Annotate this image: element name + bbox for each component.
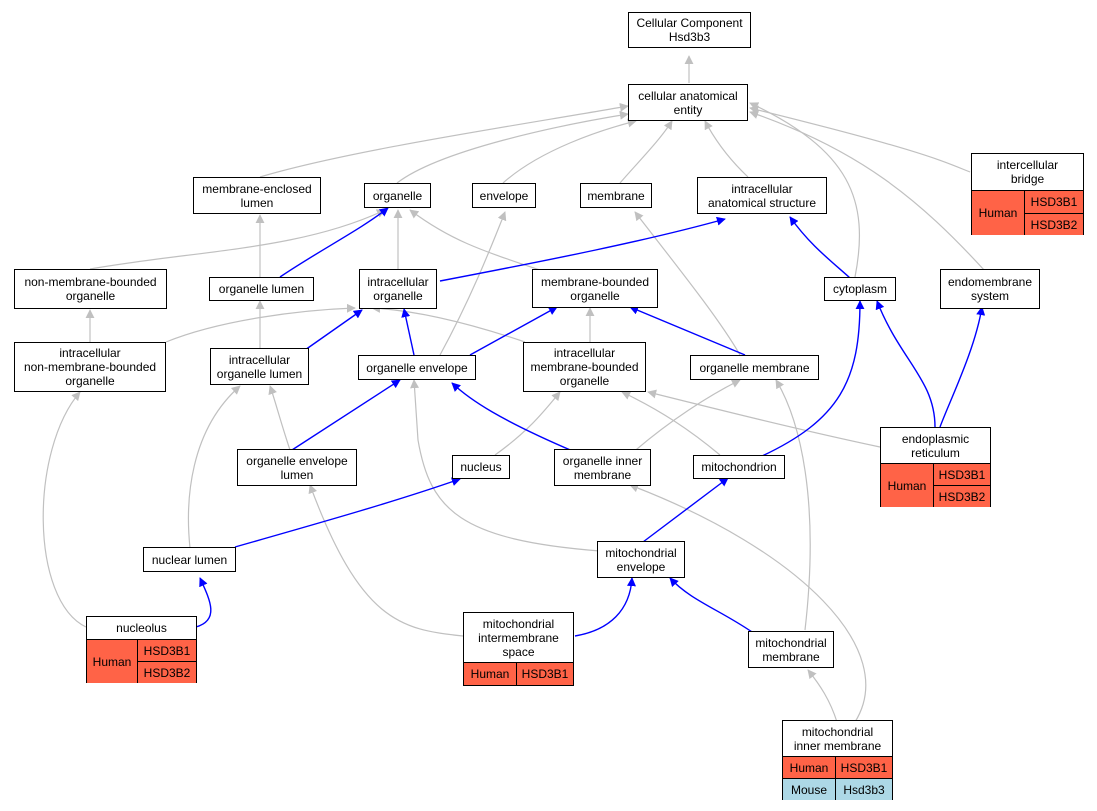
edge-isa bbox=[439, 211, 507, 356]
gene-cell: HSD3B1 bbox=[137, 640, 196, 661]
species-cell: Mouse bbox=[783, 778, 835, 800]
edge-partof bbox=[642, 477, 729, 543]
edge-isa bbox=[42, 391, 87, 628]
node-mitochondrial-envelope[interactable]: mitochondrial envelope bbox=[597, 541, 685, 578]
edge-isa bbox=[165, 303, 356, 343]
node-membrane-bounded-organelle[interactable]: membrane-bounded organelle bbox=[532, 269, 658, 308]
species-cell: Human bbox=[783, 757, 835, 778]
species-cell: Human bbox=[881, 464, 933, 507]
gene-cell: HSD3B1 bbox=[1024, 191, 1083, 213]
edge-partof bbox=[279, 207, 389, 278]
annotation-table: Human HSD3B1 HSD3B2 bbox=[881, 464, 990, 507]
node-organelle-envelope-lumen[interactable]: organelle envelope lumen bbox=[237, 449, 357, 486]
edge-partof bbox=[875, 300, 936, 428]
edge-isa bbox=[749, 110, 986, 272]
node-intracellular-organelle-lumen[interactable]: intracellular organelle lumen bbox=[210, 348, 309, 385]
edge-partof bbox=[195, 577, 212, 628]
species-cell: Human bbox=[972, 191, 1024, 235]
annotation-table: Human HSD3B1 Mouse Hsd3b3 bbox=[783, 757, 892, 800]
edge-isa bbox=[187, 385, 241, 549]
node-mitochondrial-inner-membrane[interactable]: mitochondrial inner membrane Human HSD3B… bbox=[782, 720, 893, 800]
node-title: intercellular bridge bbox=[972, 154, 1083, 191]
node-membrane[interactable]: membrane bbox=[580, 183, 652, 208]
node-root[interactable]: Cellular Component Hsd3b3 bbox=[628, 12, 751, 48]
edge-partof bbox=[629, 305, 746, 356]
node-title: mitochondrial intermembrane space bbox=[464, 613, 573, 663]
edge-partof bbox=[401, 308, 415, 356]
node-organelle-inner-membrane[interactable]: organelle inner membrane bbox=[554, 449, 651, 486]
edge-partof bbox=[469, 306, 558, 356]
edge-isa bbox=[634, 211, 741, 356]
annotation-table: Human HSD3B1 HSD3B2 bbox=[972, 191, 1083, 235]
gene-cell: HSD3B1 bbox=[516, 663, 573, 685]
edge-isa bbox=[396, 110, 629, 184]
node-envelope[interactable]: envelope bbox=[472, 183, 536, 208]
node-endoplasmic-reticulum[interactable]: endoplasmic reticulum Human HSD3B1 HSD3B… bbox=[880, 427, 991, 507]
node-non-membrane-bounded-organelle[interactable]: non-membrane-bounded organelle bbox=[14, 269, 167, 309]
node-intercellular-bridge[interactable]: intercellular bridge Human HSD3B1 HSD3B2 bbox=[971, 153, 1084, 235]
gene-cell: HSD3B2 bbox=[137, 661, 196, 683]
node-nucleus[interactable]: nucleus bbox=[452, 455, 510, 479]
edge-isa bbox=[807, 669, 838, 723]
node-title: nucleolus bbox=[87, 617, 196, 640]
annotation-table: Human HSD3B1 bbox=[464, 663, 573, 685]
node-organelle-lumen[interactable]: organelle lumen bbox=[209, 277, 314, 301]
edge-isa bbox=[494, 391, 561, 456]
node-title: mitochondrial inner membrane bbox=[783, 721, 892, 757]
edge-partof bbox=[291, 379, 401, 451]
edge-isa bbox=[749, 102, 861, 278]
node-organelle-envelope[interactable]: organelle envelope bbox=[358, 355, 476, 380]
node-nuclear-lumen[interactable]: nuclear lumen bbox=[143, 547, 236, 572]
edge-isa bbox=[89, 209, 386, 270]
edge-isa bbox=[371, 303, 526, 343]
edge-partof bbox=[304, 309, 363, 351]
edge-isa bbox=[629, 483, 867, 723]
species-cell: Human bbox=[464, 663, 516, 685]
edge-isa bbox=[647, 389, 881, 448]
gene-cell: HSD3B2 bbox=[1024, 213, 1083, 235]
edge-isa bbox=[621, 391, 721, 456]
edge-partof bbox=[759, 300, 865, 458]
node-nucleolus[interactable]: nucleolus Human HSD3B1 HSD3B2 bbox=[86, 616, 197, 683]
edge-partof bbox=[789, 216, 851, 279]
gene-cell: Hsd3b3 bbox=[835, 778, 892, 800]
node-title: endoplasmic reticulum bbox=[881, 428, 990, 464]
species-cell: Human bbox=[87, 640, 137, 683]
edge-isa bbox=[775, 379, 811, 631]
node-intracellular-anatomical-structure[interactable]: intracellular anatomical structure bbox=[697, 177, 827, 214]
edge-isa bbox=[259, 102, 629, 178]
node-mitochondrial-membrane[interactable]: mitochondrial membrane bbox=[748, 631, 834, 668]
edge-isa bbox=[409, 209, 541, 271]
edge-isa bbox=[619, 120, 673, 184]
edge-isa bbox=[704, 120, 749, 178]
node-mitochondrial-intermembrane-space[interactable]: mitochondrial intermembrane space Human … bbox=[463, 612, 574, 686]
node-intracellular-membrane-bounded-organelle[interactable]: intracellular membrane-bounded organelle bbox=[523, 342, 646, 392]
node-endomembrane-system[interactable]: endomembrane system bbox=[940, 269, 1040, 309]
edge-isa bbox=[749, 105, 971, 173]
annotation-table: Human HSD3B1 HSD3B2 bbox=[87, 640, 196, 683]
edge-isa bbox=[629, 379, 741, 456]
edge-isa bbox=[502, 118, 637, 184]
edge-isa bbox=[308, 484, 464, 637]
node-intracellular-non-membrane-bounded-organelle[interactable]: intracellular non-membrane-bounded organ… bbox=[14, 342, 166, 392]
node-organelle-membrane[interactable]: organelle membrane bbox=[690, 355, 819, 380]
gene-cell: HSD3B1 bbox=[933, 464, 990, 485]
edge-partof bbox=[451, 382, 576, 453]
node-organelle[interactable]: organelle bbox=[364, 183, 431, 208]
node-cytoplasm[interactable]: cytoplasm bbox=[824, 277, 896, 301]
gene-cell: HSD3B2 bbox=[933, 485, 990, 507]
edge-partof bbox=[234, 477, 461, 548]
gene-cell: HSD3B1 bbox=[835, 757, 892, 778]
node-intracellular-organelle[interactable]: intracellular organelle bbox=[359, 269, 437, 309]
edge-partof bbox=[574, 577, 636, 637]
edge-partof bbox=[669, 577, 753, 633]
node-membrane-enclosed-lumen[interactable]: membrane-enclosed lumen bbox=[193, 177, 321, 214]
node-mitochondrion[interactable]: mitochondrion bbox=[693, 455, 785, 479]
edge-isa bbox=[268, 385, 291, 451]
edge-isa bbox=[410, 379, 601, 552]
edge-partof bbox=[939, 306, 986, 428]
node-cellular-anatomical-entity[interactable]: cellular anatomical entity bbox=[628, 84, 748, 121]
edge-partof bbox=[439, 216, 726, 282]
